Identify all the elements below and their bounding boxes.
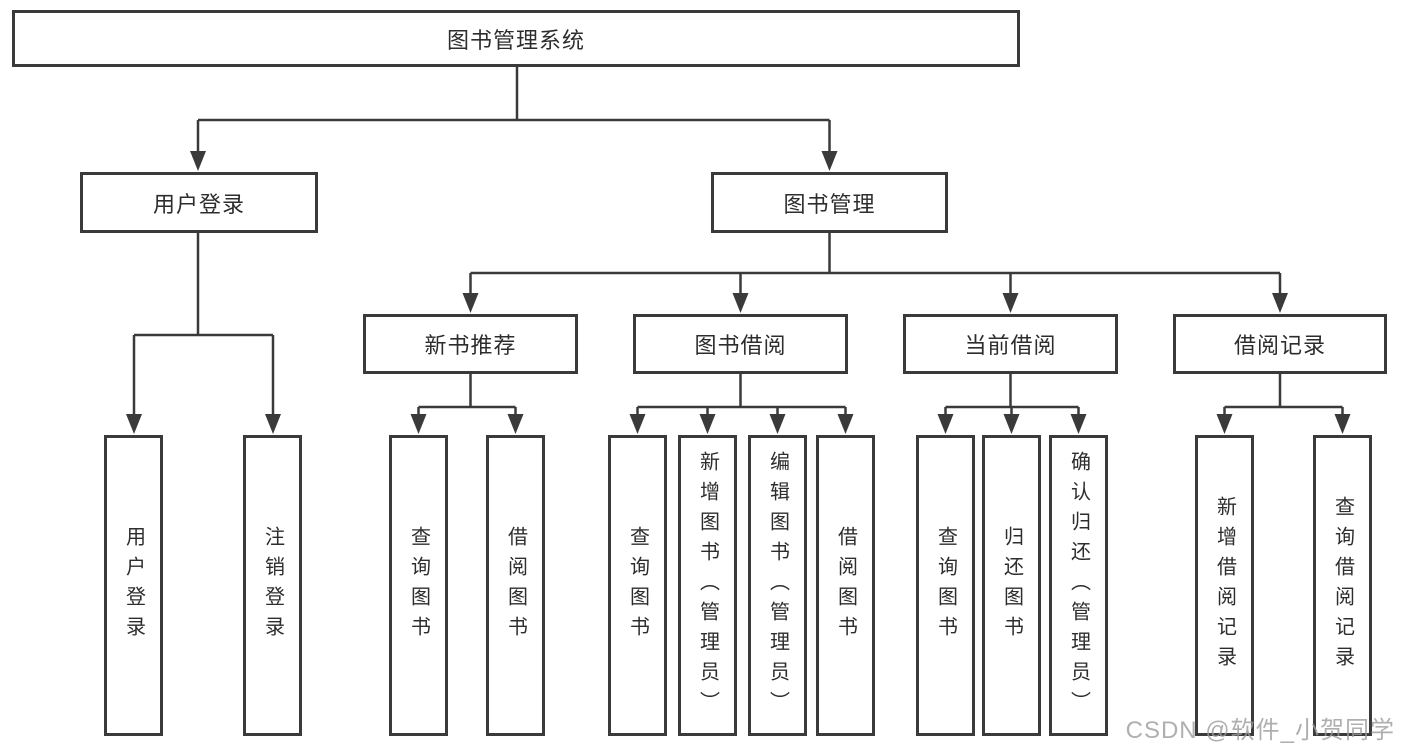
arrow-down-icon [1334,414,1351,434]
arrow-down-icon [769,414,786,434]
node-label: 确认归还（管理员） [1067,450,1090,721]
node-label: 借阅图书 [834,525,857,646]
arrow-down-icon [410,414,427,434]
node-current-borrowing: 当前借阅 [903,314,1118,374]
leaf-user-login: 用户登录 [104,435,163,736]
arrow-down-icon [1272,293,1288,313]
edge-book-mgmt-branch [469,233,1282,295]
leaf-confirm-return-admin: 确认归还（管理员） [1049,435,1108,736]
node-label: 图书管理 [783,191,876,217]
node-book-management-branch: 图书管理 [711,172,948,233]
node-new-book-recommend: 新书推荐 [363,314,578,374]
leaf-borrow-books-2: 借阅图书 [816,435,875,736]
node-root-library-system: 图书管理系统 [12,10,1020,67]
edge-book-borrow-branch [636,374,847,416]
node-label: 编辑图书（管理员） [766,450,789,721]
leaf-return-books: 归还图书 [982,435,1041,736]
node-label: 查询图书 [626,525,649,646]
leaf-query-borrow-record: 查询借阅记录 [1313,435,1372,736]
leaf-add-borrow-record: 新增借阅记录 [1195,435,1254,736]
node-label: 新增图书（管理员） [696,450,719,721]
arrow-down-icon [1002,293,1019,313]
arrowheads [126,151,1351,434]
node-label: 当前借阅 [964,333,1057,358]
connector-paths [132,67,1344,416]
arrow-down-icon [507,414,524,434]
arrow-down-icon [937,414,954,434]
arrow-down-icon [265,414,281,434]
leaf-add-books-admin: 新增图书（管理员） [678,435,737,736]
node-label: 查询图书 [934,525,957,646]
edge-new-book-branch [417,374,517,416]
leaf-logout: 注销登录 [243,435,302,736]
node-borrowing-records: 借阅记录 [1173,314,1387,374]
node-label: 注销登录 [261,525,284,646]
edge-borrow-record-branch [1223,374,1344,416]
leaf-borrow-books-1: 借阅图书 [486,435,545,736]
leaf-query-books-3: 查询图书 [916,435,975,736]
arrow-down-icon [126,414,142,434]
node-label: 图书管理系统 [446,27,585,53]
arrow-down-icon [732,293,749,313]
node-label: 新增借阅记录 [1213,495,1236,676]
arrow-down-icon [821,151,838,171]
arrow-down-icon [629,414,646,434]
arrow-down-icon [1070,414,1087,434]
arrow-down-icon [1216,414,1233,434]
node-label: 借阅图书 [504,525,527,646]
leaf-edit-books-admin: 编辑图书（管理员） [748,435,807,736]
node-label: 新书推荐 [424,333,517,358]
node-label: 查询借阅记录 [1331,495,1354,676]
arrow-down-icon [837,414,854,434]
arrow-down-icon [1003,414,1020,434]
node-user-login-branch: 用户登录 [80,172,318,233]
arrow-down-icon [462,293,479,313]
leaf-query-books-2: 查询图书 [608,435,667,736]
node-label: 图书借阅 [694,333,787,358]
edge-root-to-level2 [196,67,831,152]
leaf-query-books-1: 查询图书 [389,435,448,736]
edge-user-login-branch [132,233,275,416]
node-label: 归还图书 [1000,525,1023,646]
node-label: 用户登录 [152,191,245,217]
node-label: 借阅记录 [1233,333,1326,358]
node-label: 查询图书 [407,525,430,646]
edge-current-borrow-branch [944,374,1080,416]
arrow-down-icon [190,151,206,171]
arrow-down-icon [699,414,716,434]
node-label: 用户登录 [122,525,145,646]
node-book-borrowing: 图书借阅 [633,314,848,374]
